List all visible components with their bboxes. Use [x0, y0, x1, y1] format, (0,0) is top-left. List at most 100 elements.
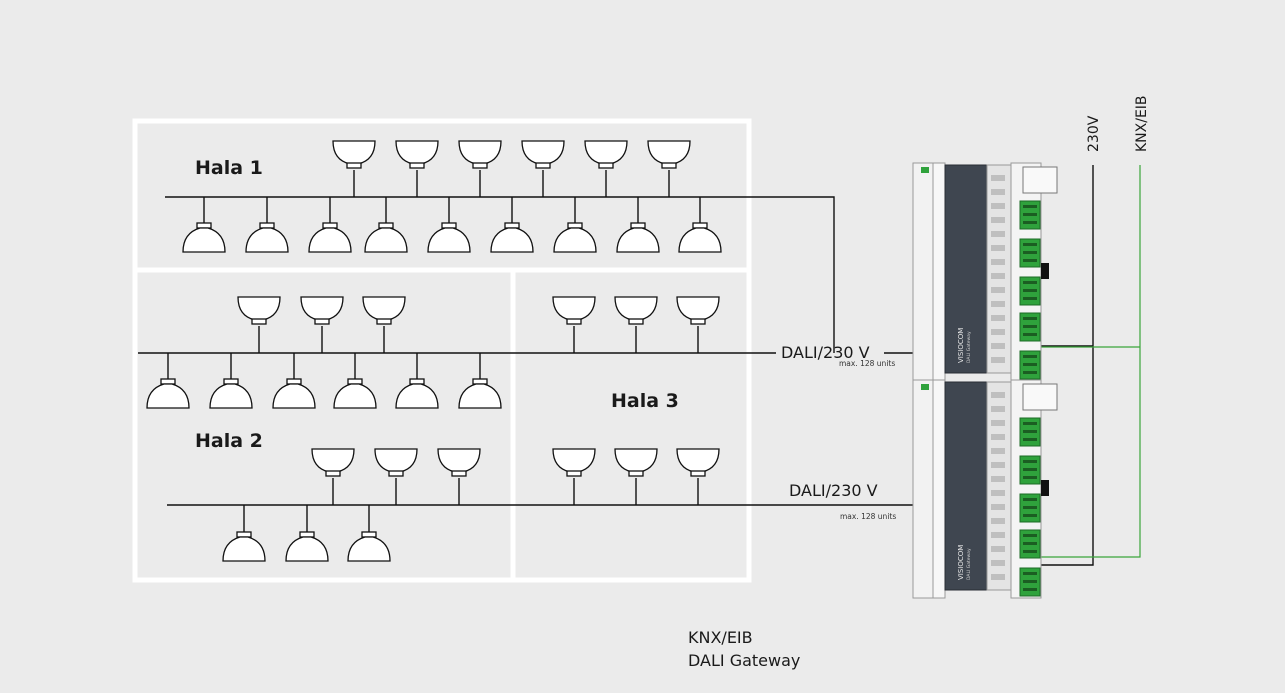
hall-3-upper-lamp [614, 296, 658, 325]
hall-1-lower-lamp [427, 222, 471, 253]
label-mark [991, 560, 1005, 566]
rail-clip [921, 384, 929, 390]
hall-3-label: Hala 3 [611, 390, 679, 412]
terminal-screw [1023, 438, 1037, 441]
terminal-screw [1023, 422, 1037, 425]
gateway-model: DALI Gateway [966, 548, 972, 580]
hall-1-lower-lamp [308, 222, 352, 253]
hall-2-lower-lamp [333, 378, 377, 409]
housing-left [932, 379, 946, 599]
hall-2-bus2-lower-lamp [285, 531, 329, 562]
gateway-brand: VISIOCOM [957, 545, 965, 580]
label-mark [991, 392, 1005, 398]
label-mark [991, 420, 1005, 426]
terminal-screw [1023, 281, 1037, 284]
hall-2-lower-lamp [209, 378, 253, 409]
terminal-screw [1023, 580, 1037, 583]
hall-2-lower-lamp [272, 378, 316, 409]
terminal-screw [1023, 289, 1037, 292]
label-mark [991, 574, 1005, 580]
terminal-screw [1023, 476, 1037, 479]
label-mark [991, 476, 1005, 482]
label-mark [991, 504, 1005, 510]
terminal-screw [1023, 506, 1037, 509]
terminal-screw [1023, 333, 1037, 336]
terminal-screw [1023, 572, 1037, 575]
label-mark [991, 406, 1005, 412]
label-mark [991, 301, 1005, 307]
hall-1-lower-lamp [182, 222, 226, 253]
label-mark [991, 448, 1005, 454]
hall-3-bus2-upper-lamp [614, 448, 658, 477]
terminal-column [1010, 162, 1042, 382]
hall-2-bus2-upper-lamp [311, 448, 355, 477]
hall-1-lower-lamp [553, 222, 597, 253]
label-mark [991, 532, 1005, 538]
label-mark [991, 315, 1005, 321]
bus-1-label: DALI/230 V [781, 343, 870, 362]
hall-1-bus [165, 196, 835, 353]
terminal-screw [1023, 460, 1037, 463]
hall-1-upper-lamp [584, 140, 628, 169]
terminal-screw [1023, 542, 1037, 545]
terminal-screw [1023, 243, 1037, 246]
label-mark [991, 329, 1005, 335]
hall-1-label: Hala 1 [195, 157, 263, 179]
terminal-column [1010, 379, 1042, 599]
terminal-screw [1023, 205, 1037, 208]
hall-1-upper-lamp [458, 140, 502, 169]
knx-label: KNX/EIB [1134, 95, 1150, 152]
hall-2-upper-lamp [237, 296, 281, 325]
terminal-screw [1023, 251, 1037, 254]
gateway-face [944, 381, 988, 591]
latch [1041, 263, 1049, 279]
hall-2-upper-lamp [362, 296, 406, 325]
label-mark [991, 231, 1005, 237]
hall-1-upper-lamp [647, 140, 691, 169]
bus-2-note: max. 128 units [840, 512, 896, 521]
hall-1-lower-lamp [364, 222, 408, 253]
caption-line-2: DALI Gateway [688, 651, 800, 670]
terminal-screw [1023, 355, 1037, 358]
hall-3-upper-lamp [552, 296, 596, 325]
connector-housing [1022, 166, 1058, 194]
terminal-screw [1023, 498, 1037, 501]
gateway-face [944, 164, 988, 374]
bus-2-label: DALI/230 V [789, 481, 878, 500]
terminal-screw [1023, 550, 1037, 553]
hall-1-upper-lamp [332, 140, 376, 169]
hall-1-lower-lamp [616, 222, 660, 253]
hall-3-bus2-upper-lamp [552, 448, 596, 477]
gateway-model: DALI Gateway [966, 331, 972, 363]
hall-2-bus2-lower-lamp [347, 531, 391, 562]
label-mark [991, 287, 1005, 293]
label-mark [991, 546, 1005, 552]
hall-2-bus2-upper-lamp [437, 448, 481, 477]
hall-2-lower-lamp [146, 378, 190, 409]
label-mark [991, 357, 1005, 363]
terminal-screw [1023, 371, 1037, 374]
label-mark [991, 217, 1005, 223]
hall-2-bus2-upper-lamp [374, 448, 418, 477]
terminal-screw [1023, 430, 1037, 433]
terminal-screw [1023, 213, 1037, 216]
terminal-screw [1023, 325, 1037, 328]
terminal-screw [1023, 514, 1037, 517]
hall-2-upper-lamp [300, 296, 344, 325]
label-mark [991, 518, 1005, 524]
din-rail [912, 379, 934, 599]
terminal-screw [1023, 363, 1037, 366]
hall-1-lower-lamp [678, 222, 722, 253]
terminal-screw [1023, 221, 1037, 224]
hall-3-bus2-upper-lamp [676, 448, 720, 477]
label-mark [991, 434, 1005, 440]
label-mark [991, 175, 1005, 181]
hall-2-lower-lamp [458, 378, 502, 409]
hall-panels [132, 118, 752, 583]
hall-1-lower-lamp [490, 222, 534, 253]
